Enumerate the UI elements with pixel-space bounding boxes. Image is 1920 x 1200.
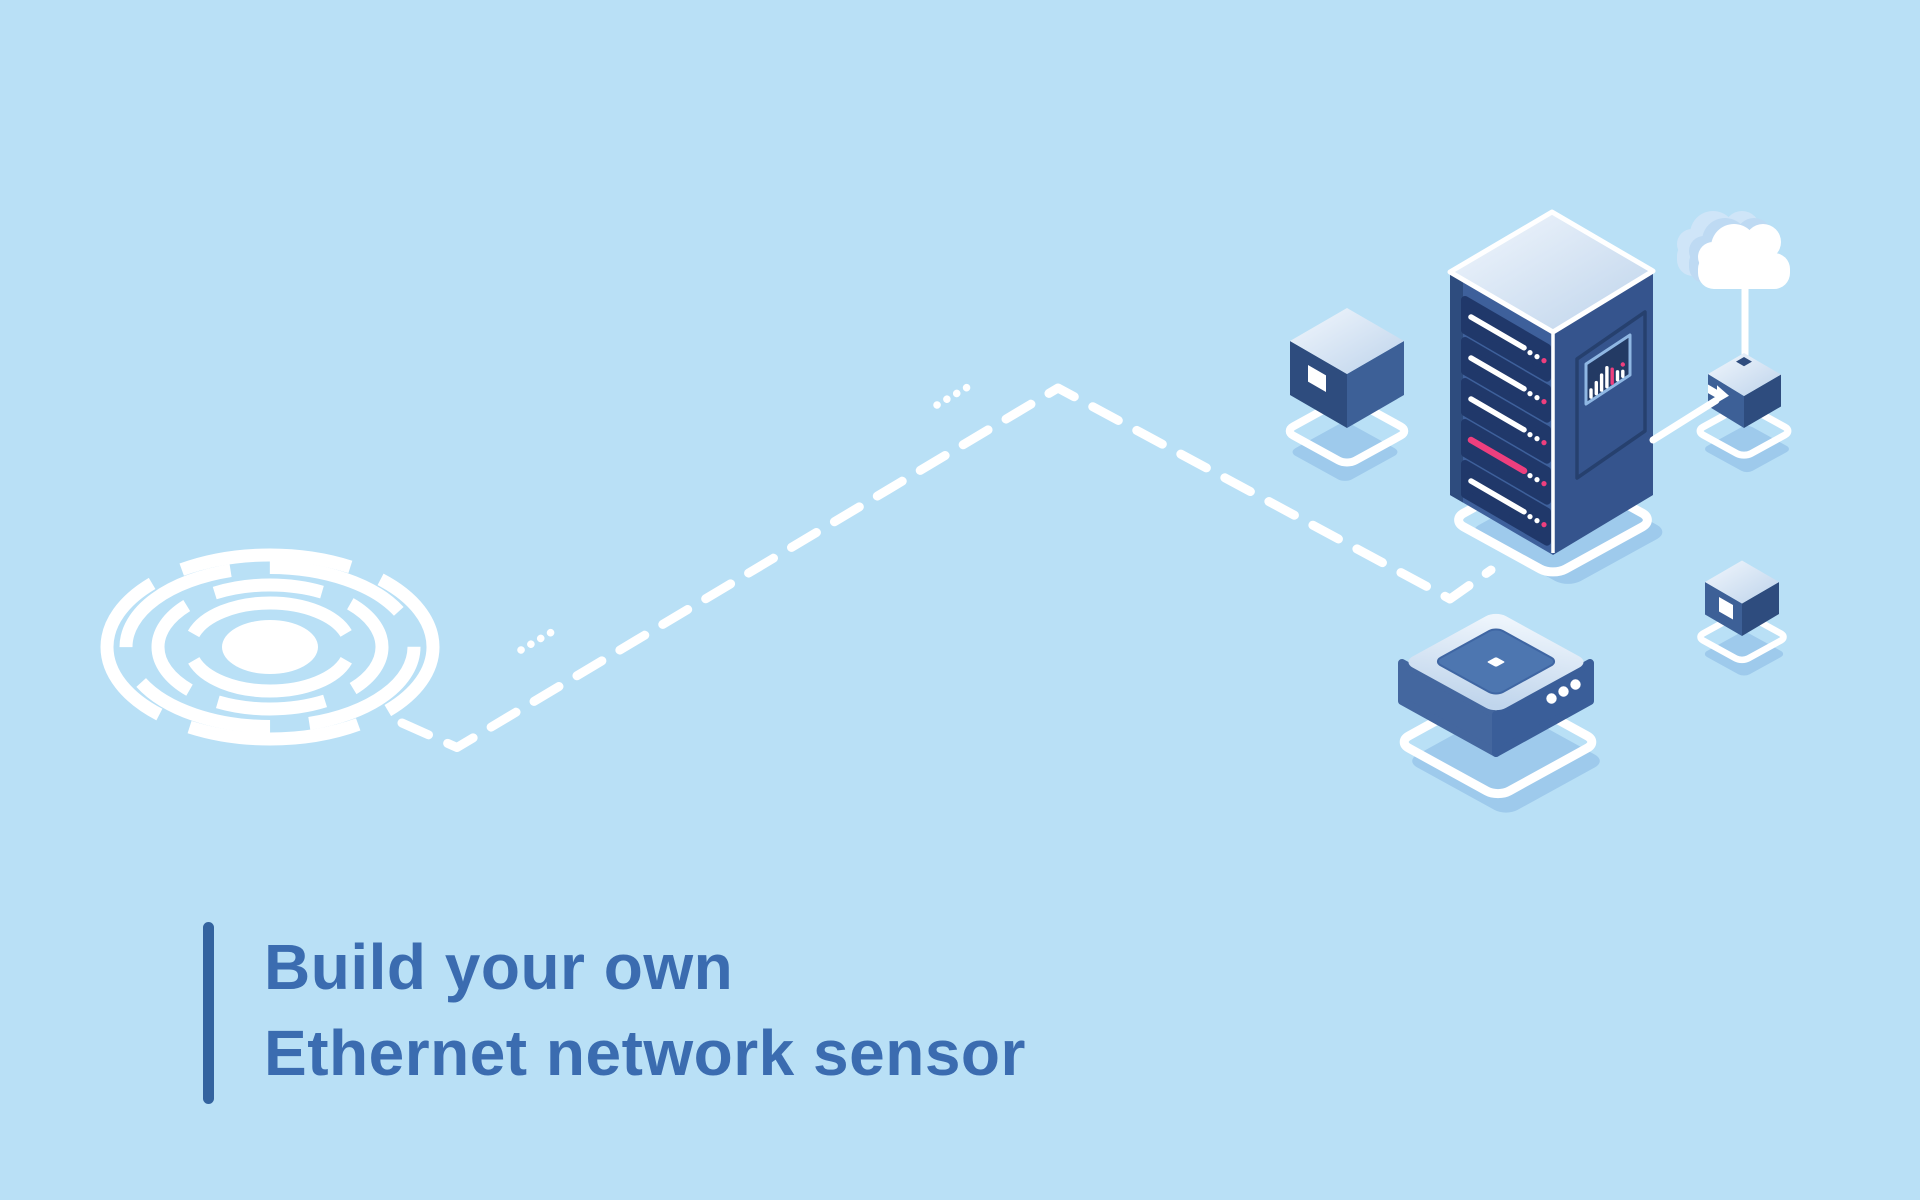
server-slot xyxy=(1461,296,1551,382)
cube-right-face xyxy=(1347,341,1404,428)
cube-port xyxy=(1308,365,1326,392)
ripple-ring-1 xyxy=(183,596,357,698)
small-cube-icon xyxy=(1697,560,1788,676)
heading-accent-bar xyxy=(203,922,214,1104)
rack-top-face xyxy=(1447,209,1656,335)
platform-ring xyxy=(1697,612,1788,662)
fading-dots xyxy=(517,625,560,654)
signal-ripple-icon xyxy=(100,548,440,746)
cube-port xyxy=(1719,597,1733,620)
equalizer-panel xyxy=(1584,333,1632,406)
rack-left-edge xyxy=(1450,272,1463,503)
cube-right-face xyxy=(1742,582,1779,636)
router-right-face xyxy=(1492,659,1594,757)
platform-ring xyxy=(1285,397,1409,465)
rack-cloud-connector xyxy=(1649,397,1720,444)
platform-ring xyxy=(1696,405,1792,458)
panel-dot xyxy=(1620,362,1626,367)
ripple-ring-3 xyxy=(119,561,421,733)
page-title-line1: Build your own xyxy=(264,931,734,1003)
server-slots xyxy=(1461,296,1551,546)
fading-dots xyxy=(933,380,976,409)
platform-shadow xyxy=(1292,423,1398,481)
cube-top-face xyxy=(1290,308,1404,374)
heading-block: Build your own Ethernet network sensor xyxy=(203,922,1026,1104)
arrow-port-icon xyxy=(1708,384,1729,403)
router-center-diamond xyxy=(1487,657,1505,667)
ripple-ring-4 xyxy=(100,548,440,746)
cube-right-face xyxy=(1744,374,1781,428)
rack-door-outline xyxy=(1575,310,1647,480)
cube-icon xyxy=(1285,308,1409,481)
cloud-upload-cube-icon xyxy=(1696,353,1792,473)
cube-top-face xyxy=(1708,353,1781,396)
cube-top-face xyxy=(1705,560,1779,604)
cloud-body xyxy=(1698,224,1790,289)
server-slot xyxy=(1461,337,1551,423)
server-slot-active xyxy=(1461,419,1551,505)
page-title-line2: Ethernet network sensor xyxy=(264,1017,1026,1089)
server-rack-icon xyxy=(1447,209,1663,584)
router-device-icon xyxy=(1398,613,1600,813)
ripple-center xyxy=(222,620,318,674)
platform-shadow xyxy=(1704,632,1784,676)
page-title: Build your own Ethernet network sensor xyxy=(264,922,1026,1104)
led-dots xyxy=(1546,679,1581,704)
dashed-connection-line xyxy=(397,383,1496,752)
server-slot xyxy=(1461,460,1551,546)
cube-top-hole xyxy=(1736,357,1752,367)
cloud-icon xyxy=(1677,211,1790,289)
ripple-ring-2 xyxy=(151,578,389,716)
server-slot xyxy=(1461,378,1551,464)
platform-shadow xyxy=(1705,425,1789,473)
